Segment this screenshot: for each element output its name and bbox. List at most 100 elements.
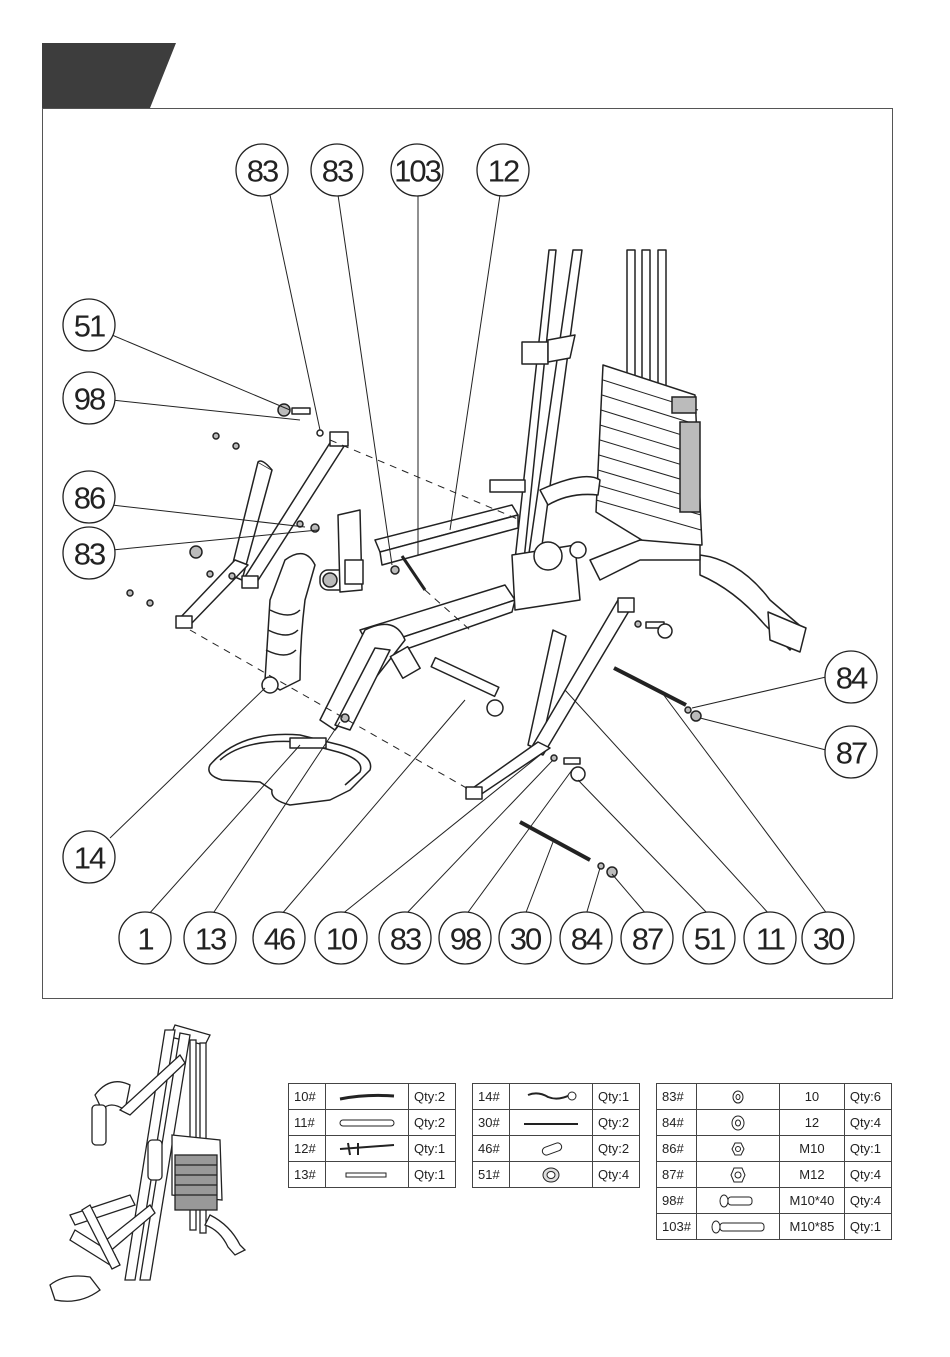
leader-lines — [110, 195, 828, 915]
callout-left-4: 83 — [63, 527, 115, 579]
long-tube-icon — [326, 1084, 409, 1110]
parts-table-3: 83# 10 Qty:6 84# 12 Qty:4 86# M10 Qty:1 … — [656, 1083, 892, 1240]
svg-text:83: 83 — [74, 537, 105, 572]
assembly-diagram: 83 83 103 12 51 98 86 83 14 84 87 1 13 4… — [0, 0, 950, 1010]
part-number: 87# — [657, 1162, 697, 1188]
lever-icon — [510, 1084, 593, 1110]
table-row: 30# Qty:2 — [473, 1110, 640, 1136]
svg-text:14: 14 — [74, 841, 106, 876]
callout-bottom-9: 87 — [621, 912, 673, 964]
part-qty: Qty:2 — [409, 1110, 456, 1136]
part-number: 51# — [473, 1162, 510, 1188]
part-spec: M10 — [779, 1136, 844, 1162]
table-row: 87# M12 Qty:4 — [657, 1162, 892, 1188]
svg-text:83: 83 — [322, 154, 353, 189]
callout-bottom-12: 30 — [802, 912, 854, 964]
part-qty: Qty:2 — [593, 1110, 640, 1136]
svg-text:83: 83 — [390, 922, 421, 957]
bar-icon — [326, 1110, 409, 1136]
callout-top-2: 83 — [311, 144, 363, 196]
svg-text:87: 87 — [632, 922, 663, 957]
callout-top-3: 103 — [391, 144, 443, 196]
part-qty: Qty:1 — [844, 1136, 891, 1162]
callout-bottom-2: 13 — [184, 912, 236, 964]
table-row: 83# 10 Qty:6 — [657, 1084, 892, 1110]
pin-icon — [510, 1136, 593, 1162]
svg-text:51: 51 — [694, 922, 725, 957]
part-qty: Qty:4 — [593, 1162, 640, 1188]
callout-top-1: 83 — [236, 144, 288, 196]
part-qty: Qty:1 — [844, 1214, 891, 1240]
table-row: 103# M10*85 Qty:1 — [657, 1214, 892, 1240]
table-row: 11# Qty:2 — [289, 1110, 456, 1136]
callout-bottom-7: 30 — [499, 912, 551, 964]
part-qty: Qty:6 — [844, 1084, 891, 1110]
svg-text:46: 46 — [264, 922, 295, 957]
callout-bottom-10: 51 — [683, 912, 735, 964]
callout-right-1: 84 — [825, 651, 877, 703]
callout-left-5: 14 — [63, 831, 115, 883]
table-row: 84# 12 Qty:4 — [657, 1110, 892, 1136]
svg-text:86: 86 — [74, 481, 105, 516]
callout-bottom-8: 84 — [560, 912, 612, 964]
nut-icon — [696, 1136, 779, 1162]
part-number: 14# — [473, 1084, 510, 1110]
svg-text:51: 51 — [74, 309, 105, 344]
svg-text:83: 83 — [247, 154, 278, 189]
rod-icon — [510, 1110, 593, 1136]
callout-bottom-3: 46 — [253, 912, 305, 964]
callout-bottom-5: 83 — [379, 912, 431, 964]
svg-text:84: 84 — [571, 922, 603, 957]
svg-text:87: 87 — [836, 736, 867, 771]
svg-text:98: 98 — [74, 382, 105, 417]
bracket-icon — [326, 1136, 409, 1162]
bolt-icon — [696, 1188, 779, 1214]
callout-bottom-4: 10 — [315, 912, 367, 964]
part-qty: Qty:1 — [409, 1136, 456, 1162]
part-spec: M10*40 — [779, 1188, 844, 1214]
table-row: 46# Qty:2 — [473, 1136, 640, 1162]
bolt-icon — [696, 1214, 779, 1240]
part-number: 103# — [657, 1214, 697, 1240]
table-row: 14# Qty:1 — [473, 1084, 640, 1110]
callout-bottom-11: 11 — [744, 912, 796, 964]
callout-top-4: 12 — [477, 144, 529, 196]
part-spec: 12 — [779, 1110, 844, 1136]
washer-icon — [696, 1110, 779, 1136]
part-qty: Qty:4 — [844, 1188, 891, 1214]
part-qty: Qty:2 — [593, 1136, 640, 1162]
part-number: 46# — [473, 1136, 510, 1162]
machine-thumbnail — [40, 1015, 250, 1315]
nut-icon — [696, 1162, 779, 1188]
callout-right-2: 87 — [825, 726, 877, 778]
part-spec: M12 — [779, 1162, 844, 1188]
svg-text:103: 103 — [394, 154, 440, 189]
part-number: 11# — [289, 1110, 326, 1136]
part-number: 30# — [473, 1110, 510, 1136]
part-qty: Qty:1 — [593, 1084, 640, 1110]
table-row: 10# Qty:2 — [289, 1084, 456, 1110]
table-row: 12# Qty:1 — [289, 1136, 456, 1162]
parts-table-1: 10# Qty:2 11# Qty:2 12# Qty:1 13# Qty:1 — [288, 1083, 456, 1188]
callout-left-2: 98 — [63, 372, 115, 424]
callout-left-3: 86 — [63, 471, 115, 523]
svg-text:30: 30 — [813, 922, 845, 957]
svg-text:11: 11 — [756, 922, 785, 957]
part-qty: Qty:1 — [409, 1162, 456, 1188]
part-number: 12# — [289, 1136, 326, 1162]
part-number: 86# — [657, 1136, 697, 1162]
part-spec: M10*85 — [779, 1214, 844, 1240]
svg-text:10: 10 — [326, 922, 358, 957]
part-qty: Qty:4 — [844, 1162, 891, 1188]
cap-icon — [510, 1162, 593, 1188]
part-number: 83# — [657, 1084, 697, 1110]
table-row: 86# M10 Qty:1 — [657, 1136, 892, 1162]
table-row: 13# Qty:1 — [289, 1162, 456, 1188]
svg-text:13: 13 — [195, 922, 226, 957]
svg-text:1: 1 — [137, 922, 153, 957]
callout-left-1: 51 — [63, 299, 115, 351]
part-number: 84# — [657, 1110, 697, 1136]
machine-drawing — [127, 250, 806, 877]
part-qty: Qty:4 — [844, 1110, 891, 1136]
svg-text:98: 98 — [450, 922, 481, 957]
